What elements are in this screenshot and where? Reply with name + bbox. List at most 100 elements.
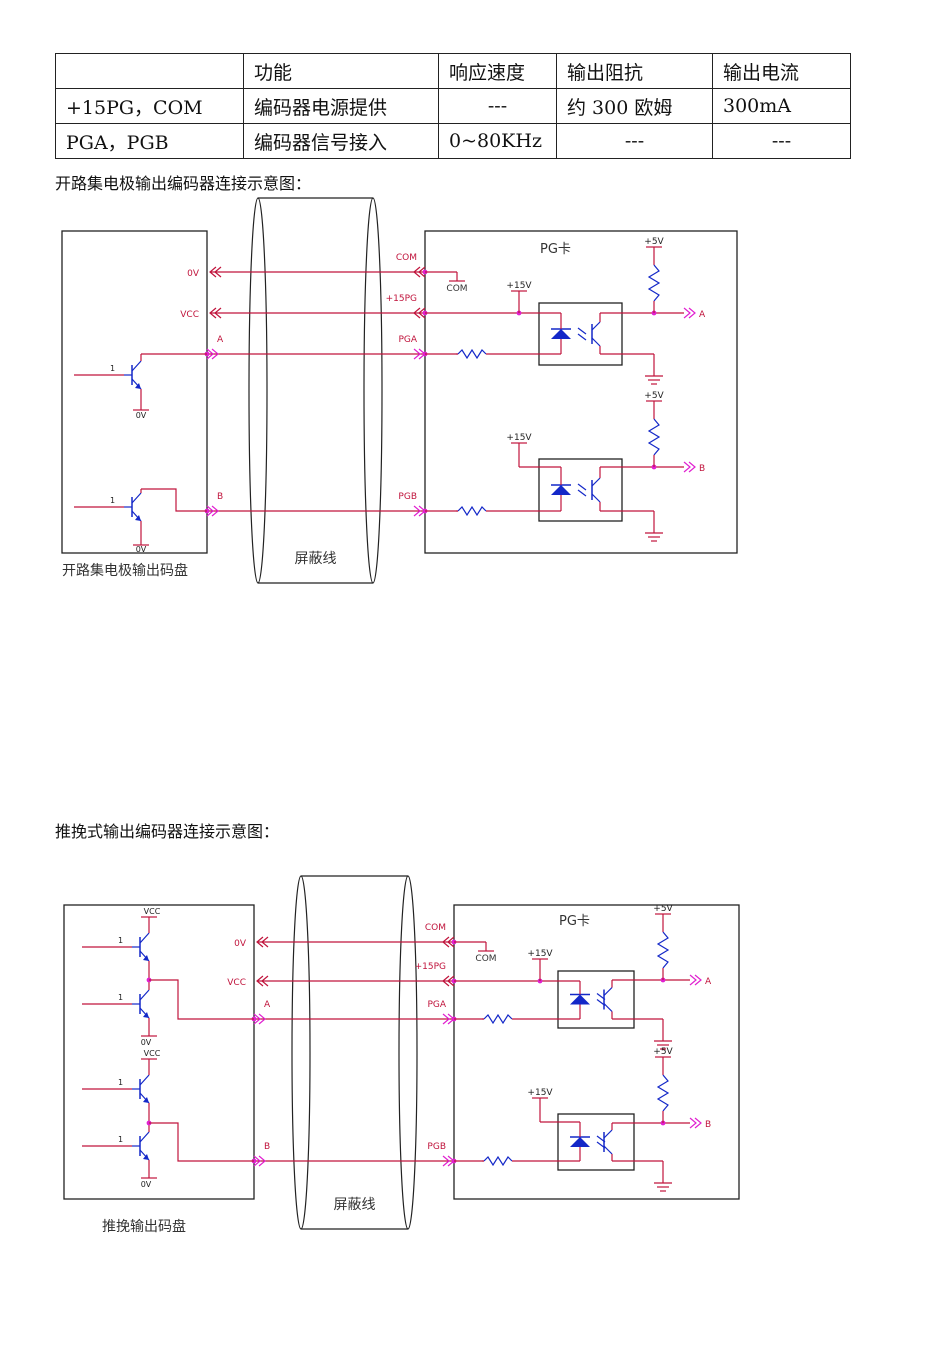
transistor-arrow-icon — [135, 383, 141, 389]
connector-arrow — [689, 974, 697, 986]
connector-arrow — [214, 266, 222, 278]
wire — [141, 488, 207, 512]
connector-arrow — [447, 936, 455, 948]
label-pga: PGA — [398, 335, 417, 345]
connector-arrow — [442, 936, 450, 948]
connector-arrow — [253, 1155, 261, 1167]
connector-arrow — [413, 266, 421, 278]
table-cell: 0~80KHz — [438, 123, 557, 159]
encoder-box — [61, 230, 208, 554]
connector-arrow — [256, 975, 264, 987]
label-com: COM — [396, 253, 417, 263]
light-arrow-icon — [577, 327, 587, 335]
phototransistor-icon — [591, 493, 601, 503]
phototransistor-icon — [603, 1145, 613, 1155]
label-b: B — [217, 492, 223, 502]
label-vcc: VCC — [144, 907, 161, 916]
cable-label: 屏蔽线 — [334, 1197, 376, 1213]
label-0v: 0V — [136, 411, 147, 420]
wire — [149, 1122, 254, 1162]
label-com-ground: COM — [475, 954, 496, 964]
transistor-icon — [139, 1131, 150, 1143]
label-out: B — [705, 1120, 711, 1130]
label-15v: +15V — [506, 281, 532, 291]
resistor — [483, 1013, 513, 1025]
transistor-icon — [131, 360, 142, 372]
label-ov: 0V — [234, 939, 247, 949]
connector-arrow — [253, 1013, 261, 1025]
phototransistor-icon — [603, 987, 613, 996]
label-15v: +15V — [527, 1088, 553, 1098]
connector-arrow — [211, 505, 219, 517]
transistor-arrow-icon — [143, 955, 149, 961]
connector-arrow — [688, 307, 696, 319]
label-input: 1 — [118, 1078, 123, 1087]
table-cell: --- — [556, 123, 713, 159]
table-cell: 编码器信号接入 — [243, 123, 439, 159]
table-cell: PGA，PGB — [55, 123, 244, 159]
connector-arrow — [206, 505, 214, 517]
connector-arrow — [209, 266, 217, 278]
label-a: A — [217, 335, 224, 345]
connector-arrow — [413, 348, 421, 360]
light-arrow-icon — [577, 483, 587, 491]
transistor-icon — [139, 932, 150, 944]
table-row: PGA，PGB 编码器信号接入 0~80KHz --- --- — [55, 123, 851, 159]
cable-shield-ellipse — [398, 875, 418, 1230]
optocoupler-box — [557, 1113, 635, 1171]
label-out: A — [705, 977, 712, 987]
label-input: 1 — [118, 1135, 123, 1144]
section2-caption: 推挽式输出编码器连接示意图： — [55, 822, 280, 841]
connector-arrow — [683, 307, 691, 319]
connector-arrow — [688, 461, 696, 473]
transistor-icon — [131, 492, 142, 504]
label-out: B — [699, 464, 705, 474]
light-arrow-icon — [577, 333, 587, 341]
label-0v: 0V — [136, 545, 147, 554]
table-cell: 编码器电源提供 — [243, 88, 439, 124]
spec-table: 功能 响应速度 输出阻抗 输出电流 +15PG，COM 编码器电源提供 --- … — [55, 53, 851, 159]
label-vcc: VCC — [180, 310, 199, 320]
optocoupler-box — [538, 302, 623, 366]
connector-arrow — [694, 1117, 702, 1129]
resistor — [457, 505, 487, 517]
phototransistor-icon — [603, 1129, 613, 1139]
label-pga: PGA — [427, 1000, 446, 1010]
cable-shield-ellipse — [291, 875, 311, 1230]
cable-label: 屏蔽线 — [295, 551, 337, 567]
label-com-ground: COM — [446, 284, 467, 294]
connector-arrow — [258, 1013, 266, 1025]
pg-card-label: PG卡 — [540, 242, 571, 257]
label-com: COM — [425, 923, 446, 933]
connector-arrow — [209, 307, 217, 319]
phototransistor-icon — [603, 1003, 613, 1012]
pg-card-label: PG卡 — [559, 914, 590, 929]
label-5v: +5V — [653, 904, 673, 914]
label-vcc: VCC — [144, 1049, 161, 1058]
label-5v: +5V — [653, 1047, 673, 1057]
table-cell: +15PG，COM — [55, 88, 244, 124]
connector-arrow — [206, 348, 214, 360]
pg-card-box — [424, 230, 738, 554]
resistor — [483, 1155, 513, 1167]
transistor-arrow-icon — [143, 1154, 149, 1160]
led-diode-icon — [570, 1137, 590, 1147]
resistor — [656, 931, 670, 969]
phototransistor-icon — [591, 337, 601, 347]
header-cell: 输出电流 — [712, 53, 851, 89]
label-5v: +5V — [644, 237, 664, 247]
label-b: B — [264, 1142, 270, 1152]
connector-arrow — [261, 975, 269, 987]
optocoupler-box — [538, 458, 623, 522]
header-cell: 输出阻抗 — [556, 53, 713, 89]
label-pgb: PGB — [427, 1142, 446, 1152]
label-vcc: VCC — [227, 978, 246, 988]
connector-arrow — [413, 505, 421, 517]
phototransistor-icon — [591, 477, 601, 487]
led-diode-icon — [570, 994, 590, 1005]
transistor-icon — [139, 1074, 150, 1086]
label-out: A — [699, 310, 706, 320]
connector-arrow — [683, 461, 691, 473]
connector-arrow — [442, 975, 450, 987]
